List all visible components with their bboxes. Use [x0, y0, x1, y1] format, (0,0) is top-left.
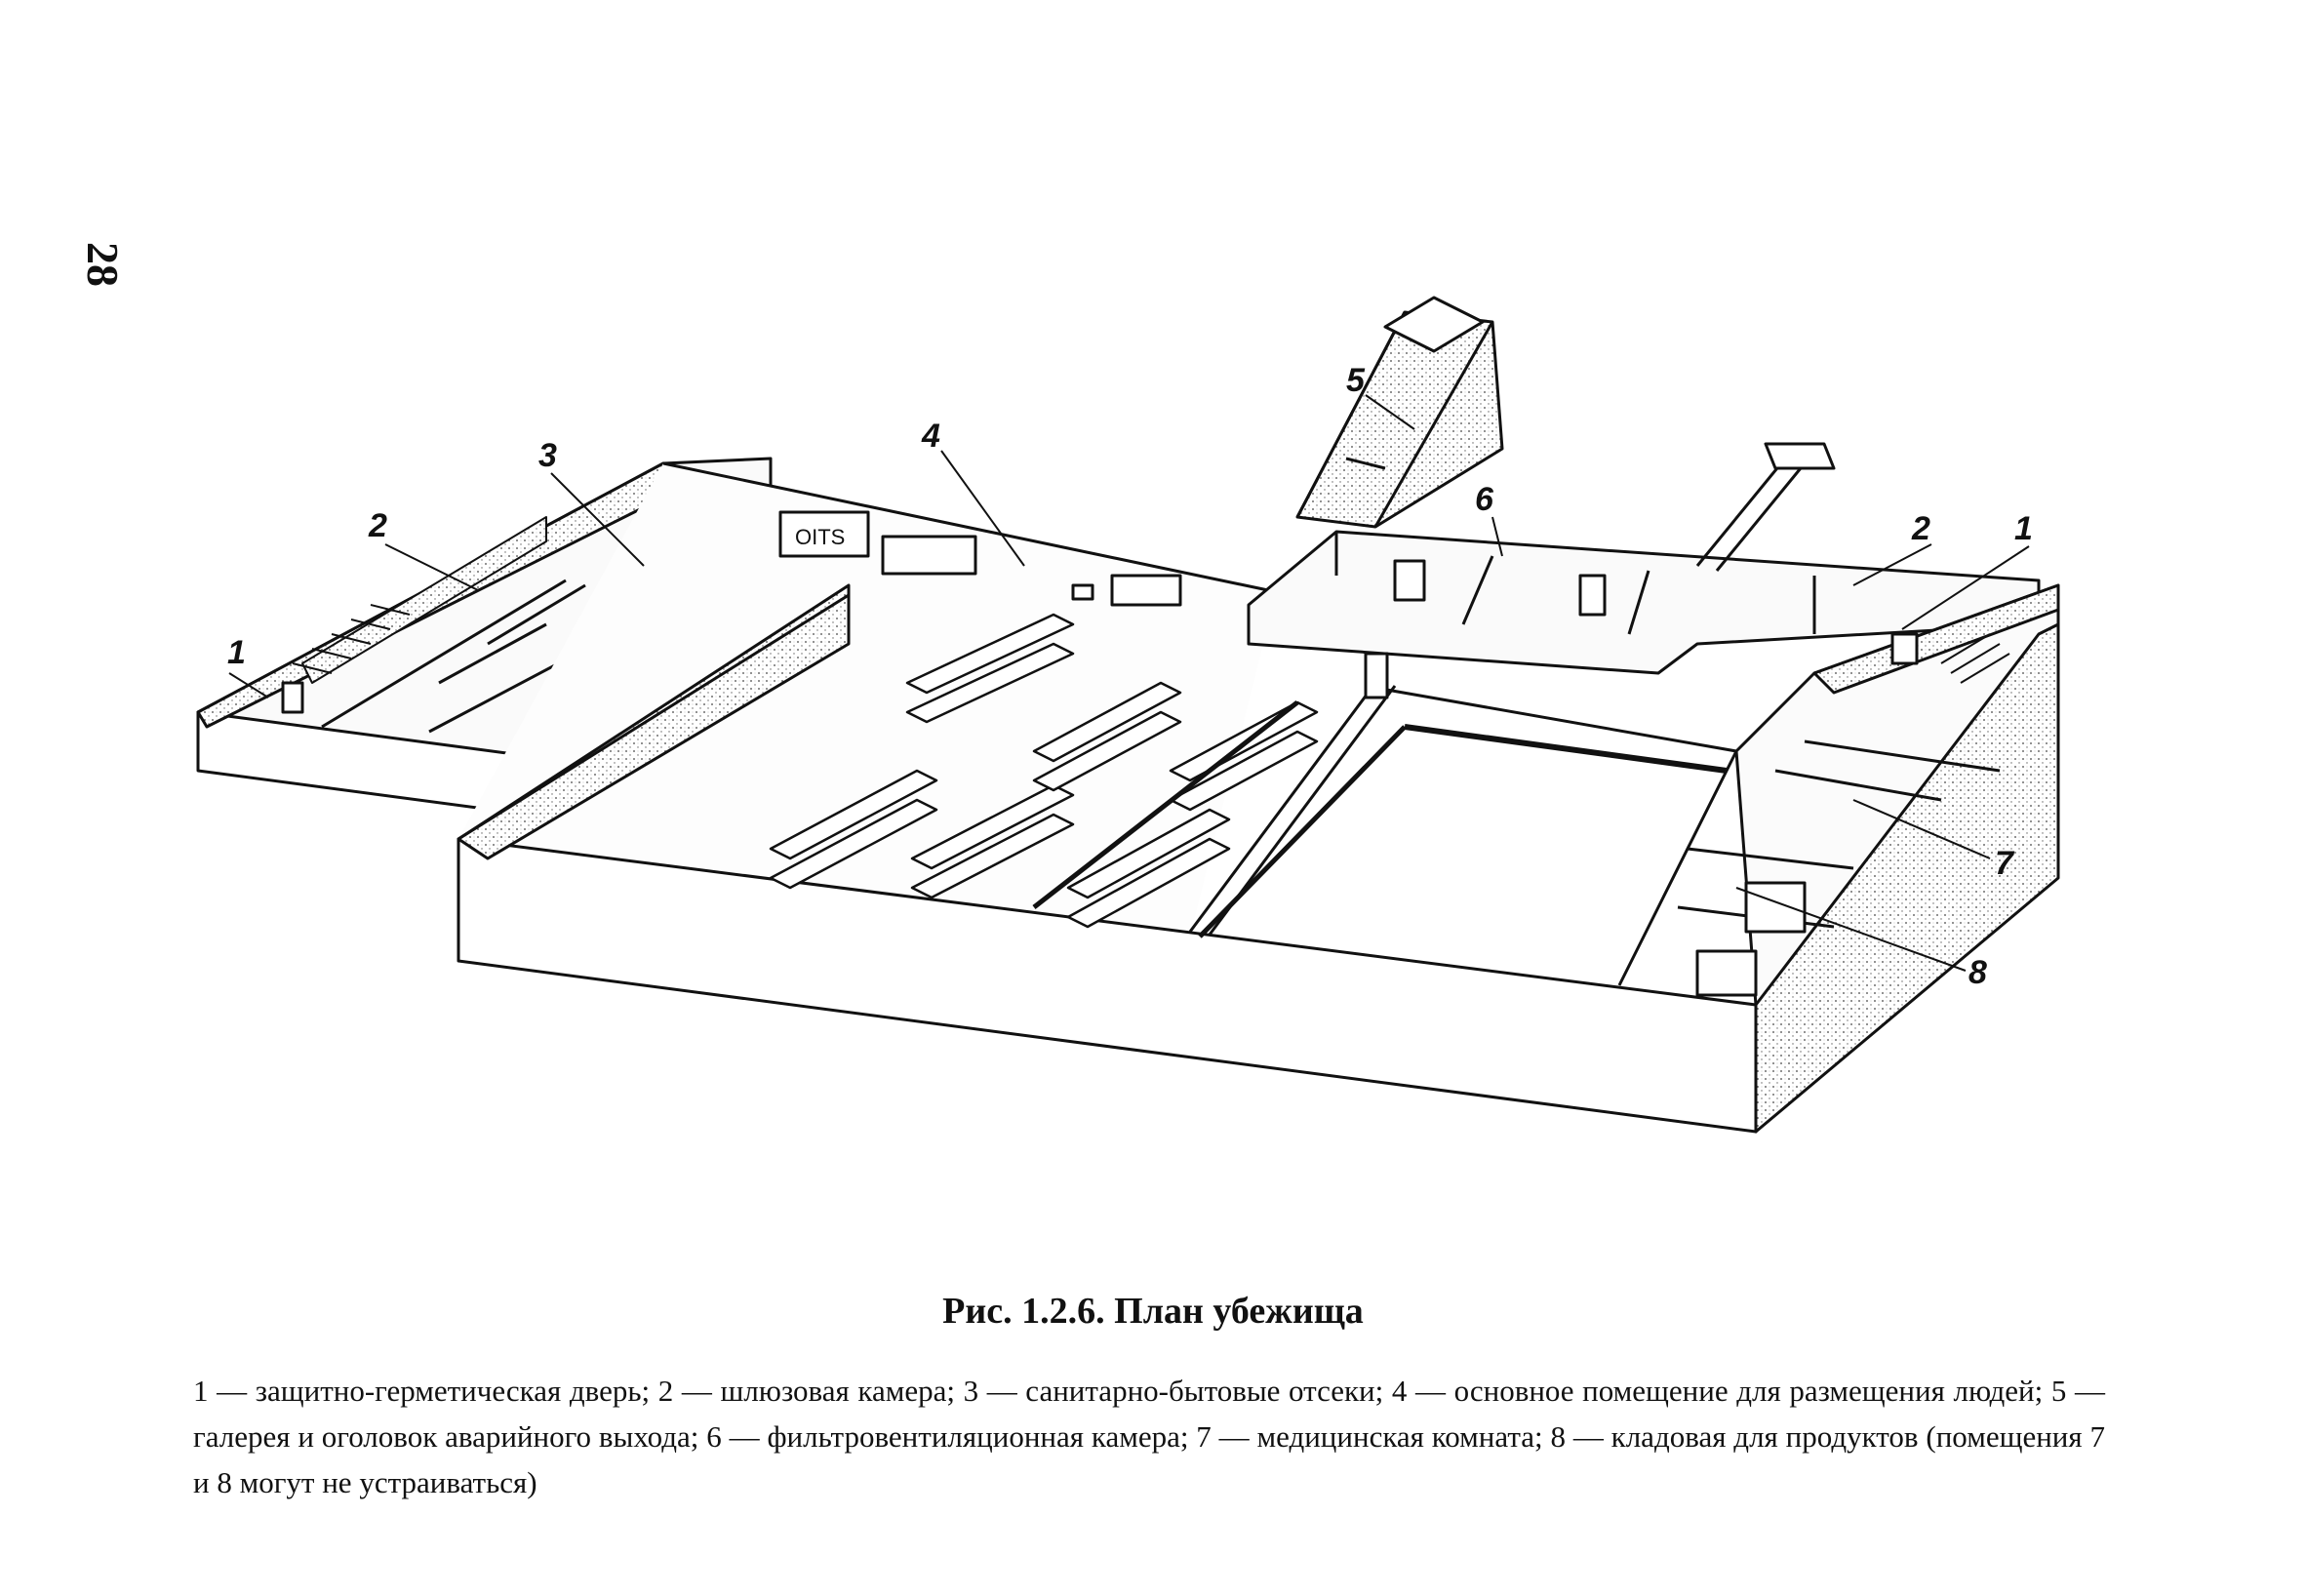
- callout-4: 4: [922, 418, 940, 455]
- leader-lines: [228, 394, 2030, 972]
- panel-sign: OITS: [795, 525, 845, 549]
- shelter-plan-drawing: OITS: [196, 296, 2060, 1134]
- filter-ventilation-chamber: [1247, 530, 2041, 699]
- callout-1-right: 1: [2014, 510, 2033, 547]
- air-intake-duct: [1695, 442, 1836, 572]
- callout-3: 3: [538, 437, 557, 474]
- bench-rows: [769, 613, 1319, 929]
- right-wing: [1677, 583, 2060, 1134]
- figure-legend: 1 — защитно-герметическая дверь; 2 — шлю…: [193, 1374, 2105, 1499]
- callout-2-right: 2: [1912, 510, 1930, 547]
- callout-6: 6: [1475, 481, 1493, 518]
- callout-2-left: 2: [369, 507, 387, 544]
- shelter-plan-figure: OITS: [196, 296, 2060, 1134]
- callout-8: 8: [1968, 954, 1987, 991]
- emergency-exit-gallery: [1295, 296, 1504, 529]
- main-hall: OITS: [457, 461, 1758, 1134]
- figure-caption-title: Рис. 1.2.6. План убежища: [942, 1291, 1364, 1332]
- callout-5: 5: [1346, 362, 1365, 399]
- callout-1-left: 1: [227, 634, 246, 671]
- callout-7: 7: [1995, 845, 2013, 882]
